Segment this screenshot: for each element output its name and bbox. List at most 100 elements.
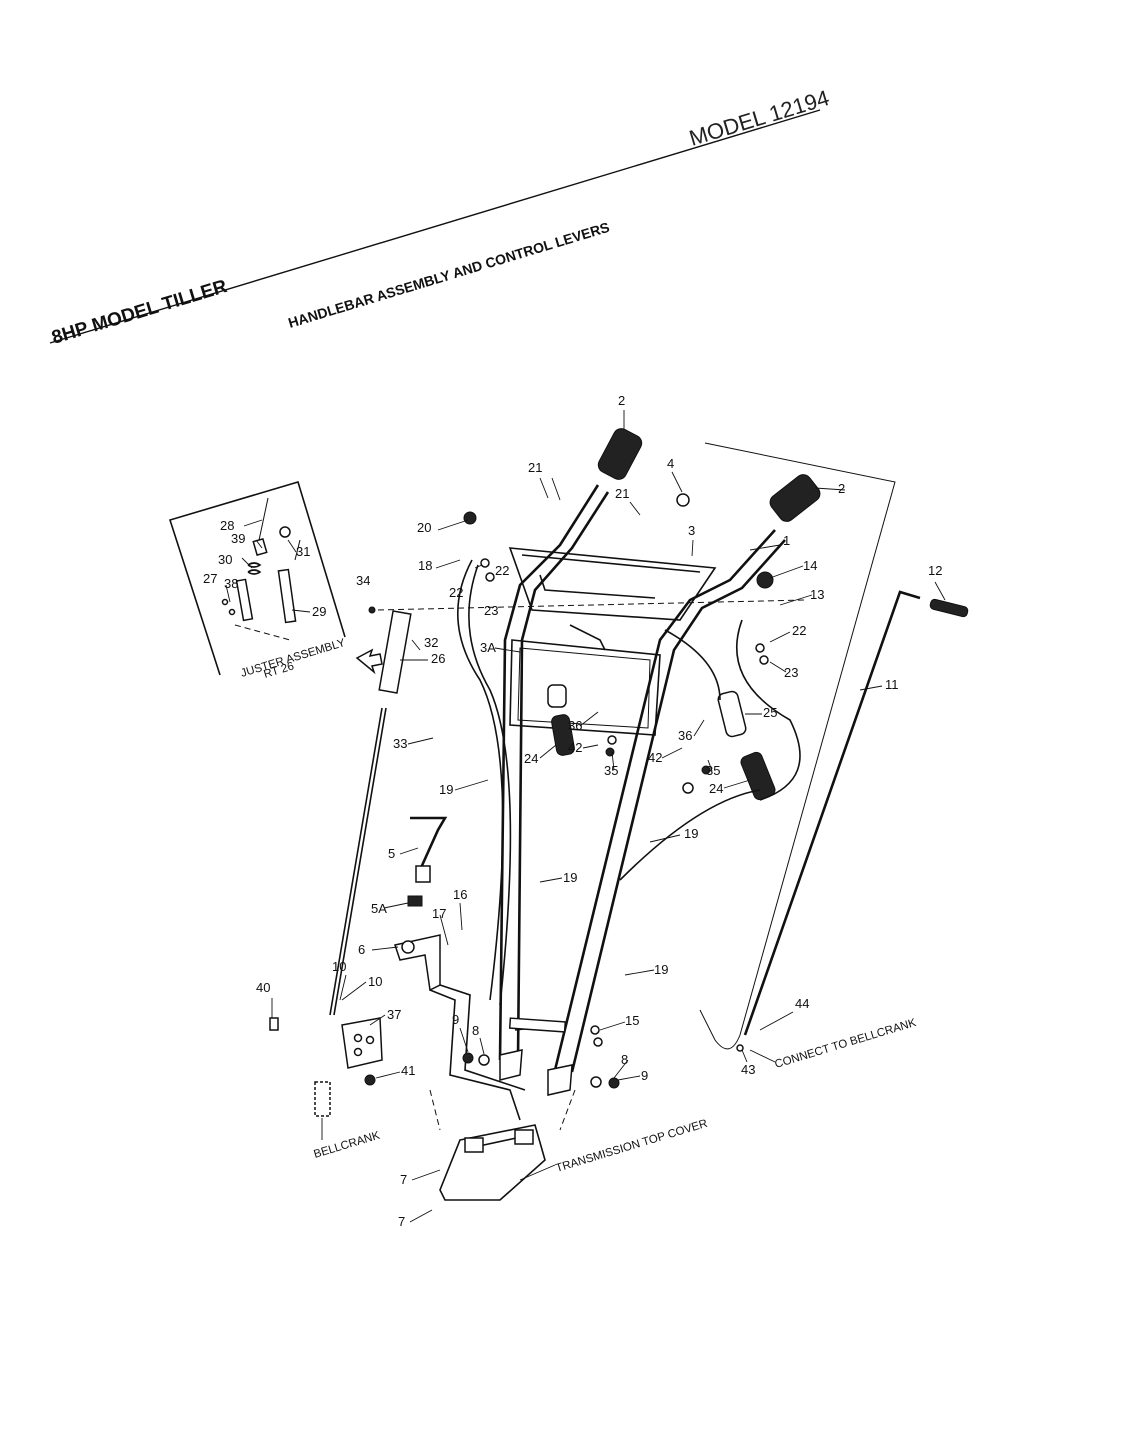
leader-line [611,751,615,771]
leader-line [255,539,263,549]
leader-line [617,1075,641,1081]
leader-line [723,779,751,789]
leader-line [241,557,253,569]
leader-line [439,914,449,946]
part-label: 10 [368,974,382,989]
leader-line [759,1011,794,1031]
leader-line [934,581,946,601]
part-label: 2 [618,393,625,408]
leader-line [769,661,787,673]
leader-line [539,744,557,759]
part-label: 42 [648,750,662,765]
header-rule [49,109,821,344]
leader-line [613,1059,629,1079]
leader-line [749,544,781,551]
part-label: 9 [452,1012,459,1027]
leader-line [399,847,419,855]
grips [547,428,821,801]
part-label: 38 [224,576,238,591]
leader-line [375,1071,401,1079]
part-label: 5 [388,846,395,861]
leader-line [474,564,483,569]
leader-line [369,1014,386,1026]
part-label: 1 [783,533,790,548]
hardware [269,493,774,1089]
part-label: 36 [568,718,582,733]
leader-line [649,834,681,843]
leader-line [671,471,683,493]
leader-line [769,565,804,579]
leader-line [225,584,231,603]
part-label: 21 [615,486,629,501]
leader-line [341,981,367,1001]
diagram-title: 8HP MODEL TILLER [49,276,230,349]
part-label: 4 [667,456,674,471]
leader-line [459,1027,469,1053]
part-label: 42 [568,740,582,755]
leader-line [814,487,846,491]
part-label: 14 [803,558,817,573]
leader-line [693,719,705,737]
part-label: 35 [604,763,618,778]
part-label: 28 [220,518,234,533]
part-label: 35 [706,763,720,778]
part-label: 36 [678,728,692,743]
leader-line [539,477,549,499]
transmission-cover-note: TRANSMISSION TOP COVER [554,1118,709,1175]
part-label: 7 [400,1172,407,1187]
part-label: 8 [621,1052,628,1067]
part-label: 13 [810,587,824,602]
part-label: 21 [528,460,542,475]
leader-line [371,946,399,951]
part-label: 22 [449,585,463,600]
leader-line [291,609,311,613]
leader-line [551,477,561,501]
handlebar-frame [429,442,896,1201]
leader-line [624,969,655,976]
leader-line [599,1021,626,1031]
leader-line [769,631,791,643]
leader-line [707,759,713,772]
part-label: 25 [763,705,777,720]
leader-line [859,685,883,691]
part-label: 31 [296,544,310,559]
leader-line [582,744,599,749]
adjuster-inset: JUSTER ASSEMBLY RT 26 [168,481,347,681]
leader-line [779,594,813,606]
leader-line [287,539,297,553]
part-label: 32 [424,635,438,650]
inset-caption-1: JUSTER ASSEMBLY [239,637,347,680]
part-label: 7 [398,1214,405,1229]
leader-line [383,902,409,909]
part-label: 19 [684,826,698,841]
part-labels: 2 2 4 21 21 20 3 1 18 22 22 23 34 14 13 … [203,393,942,1229]
part-label: 3A [480,640,496,655]
leader-line [479,1037,485,1055]
leader-line [454,779,489,791]
part-label: 18 [418,558,432,573]
leader-line [494,647,521,653]
leader-line [409,1209,433,1223]
inset-pointer-arrow [355,648,383,675]
part-label: 30 [218,552,232,567]
part-label: 23 [484,603,498,618]
leader-line [407,737,434,745]
part-label: 19 [563,870,577,885]
leader-line [411,639,421,651]
part-label: 26 [431,651,445,666]
part-label: 24 [709,781,723,796]
leader-line [243,519,263,527]
part-label: 24 [524,751,538,766]
leader-line [661,747,683,759]
part-label: 20 [417,520,431,535]
leader-line [741,1049,748,1063]
part-label: 9 [641,1068,648,1083]
part-label: 33 [393,736,407,751]
control-rods [314,590,969,1117]
part-label: 8 [472,1023,479,1038]
leader-line [519,1164,556,1181]
leader-line [629,501,641,516]
leader-line [339,974,347,1001]
